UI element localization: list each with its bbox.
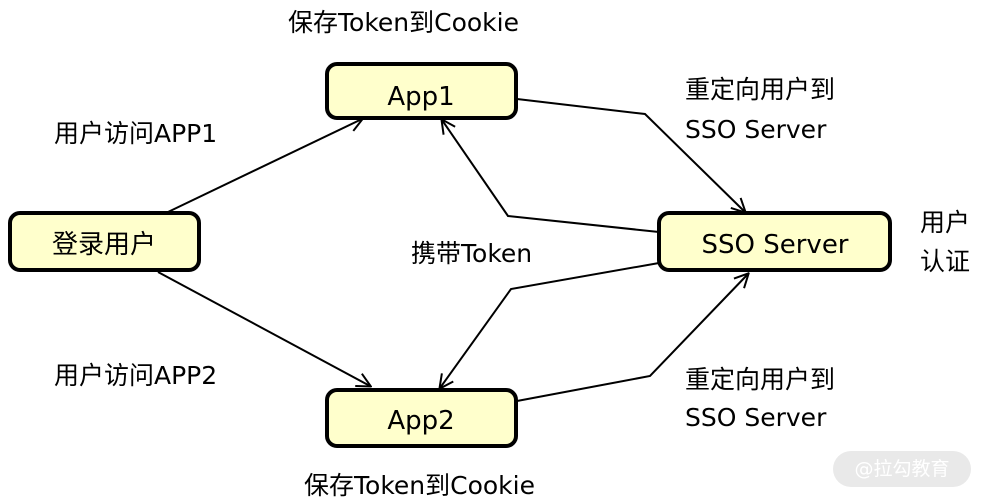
app1-label: App1	[387, 82, 454, 112]
save-token-bottom-label: 保存Token到Cookie	[304, 471, 535, 500]
watermark: @拉勾教育	[833, 451, 971, 487]
edge-user-to-app1	[167, 119, 362, 213]
carry-token-label: 携带Token	[411, 239, 532, 268]
edge-user-to-app2	[157, 271, 370, 386]
edge-app2-to-sso	[516, 274, 748, 402]
edge-app1-to-sso	[516, 98, 745, 212]
watermark-text: @拉勾教育	[854, 458, 949, 480]
redirect-bottom-line1: 重定向用户到	[685, 365, 835, 394]
visit-app1-label: 用户访问APP1	[54, 119, 217, 148]
sso-server-label: SSO Server	[702, 230, 849, 260]
edge-sso-to-app2	[440, 262, 660, 388]
app2-label: App2	[387, 406, 454, 436]
login-user-label: 登录用户	[52, 230, 156, 260]
auth-line1: 用户	[920, 208, 970, 237]
redirect-bottom-line2: SSO Server	[685, 403, 827, 432]
app1-node: App1	[325, 62, 518, 120]
visit-app2-label: 用户访问APP2	[54, 361, 217, 390]
app2-node: App2	[325, 388, 518, 448]
login-user-node: 登录用户	[8, 211, 201, 272]
redirect-top-line2: SSO Server	[685, 115, 827, 144]
edge-sso-to-app1	[442, 120, 660, 233]
save-token-top-label: 保存Token到Cookie	[288, 8, 519, 37]
redirect-top-line1: 重定向用户到	[685, 75, 835, 104]
sso-server-node: SSO Server	[657, 211, 892, 272]
auth-line2: 认证	[920, 247, 970, 276]
